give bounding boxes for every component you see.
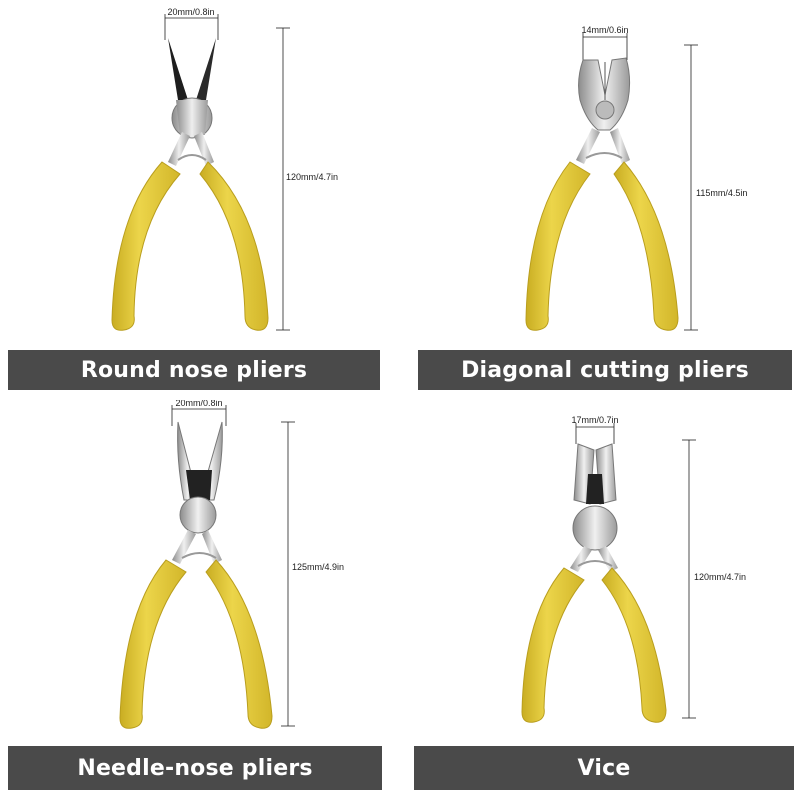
jaw-width-label: 14mm/0.6in xyxy=(581,25,628,35)
length-label: 120mm/4.7in xyxy=(286,172,338,182)
jaw-width-label: 20mm/0.8in xyxy=(175,400,222,408)
round-nose-pliers-photo: 20mm/0.8in 120mm/4.7in xyxy=(111,7,338,331)
product-name-label: Round nose pliers xyxy=(8,350,380,390)
needle-nose-pliers-photo: 20mm/0.8in 125mm/4.9in xyxy=(119,400,344,729)
length-label: 120mm/4.7in xyxy=(694,572,746,582)
length-label: 115mm/4.5in xyxy=(696,188,747,198)
product-tile-needle-nose: 20mm/0.8in 125mm/4.9in Needle-nose plier… xyxy=(0,400,400,800)
product-name-label: Needle-nose pliers xyxy=(8,746,382,790)
round-nose-jaw-icon xyxy=(168,38,188,100)
product-tile-round-nose: 20mm/0.8in 120mm/4.7in Round nose pliers xyxy=(0,0,400,400)
vice-pliers-photo: 17mm/0.7in 120mm/4.7in xyxy=(521,415,746,723)
product-tile-diagonal-cutting: 14mm/0.6in 115mm/4.5in Diagonal cutting … xyxy=(400,0,800,400)
diagonal-cutting-pliers-photo: 14mm/0.6in 115mm/4.5in xyxy=(525,25,747,331)
product-name-label: Vice xyxy=(414,746,794,790)
product-name-label: Diagonal cutting pliers xyxy=(418,350,792,390)
length-label: 125mm/4.9in xyxy=(292,562,344,572)
product-tile-vice: 17mm/0.7in 120mm/4.7in Vice xyxy=(400,400,800,800)
jaw-width-label: 17mm/0.7in xyxy=(571,415,618,425)
diagonal-cutter-jaw-icon xyxy=(578,57,631,131)
jaw-width-label: 20mm/0.8in xyxy=(167,7,214,17)
